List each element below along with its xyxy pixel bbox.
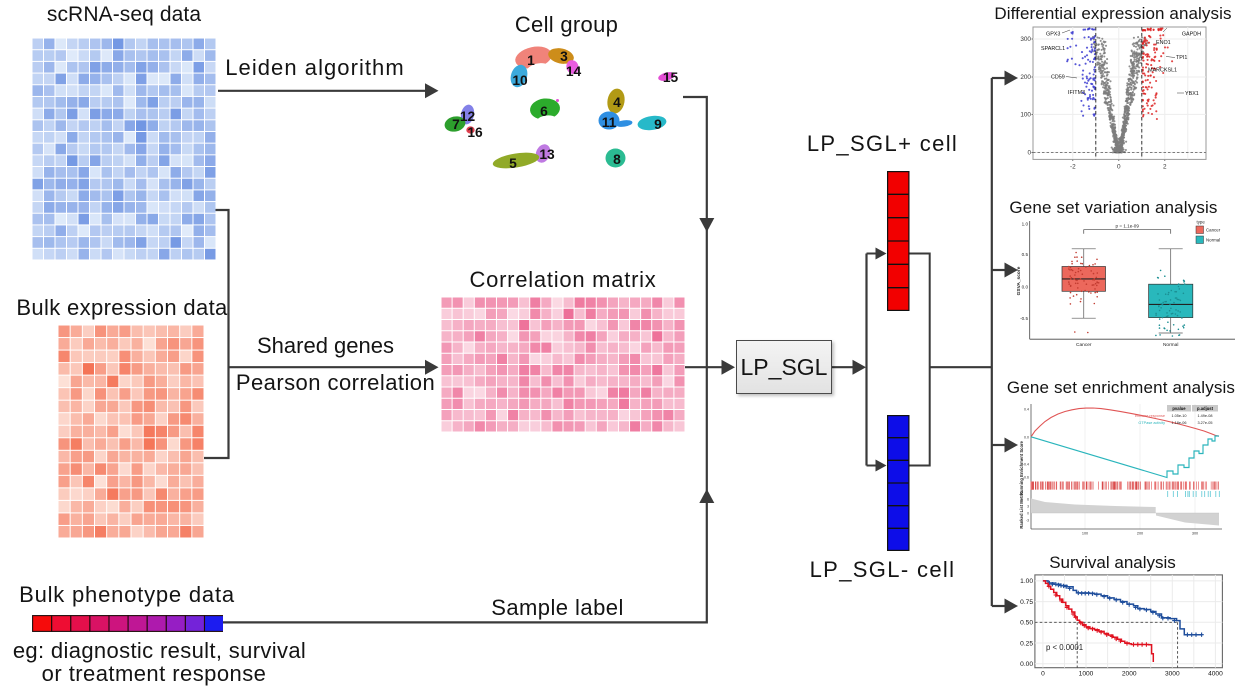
svg-text:0.75: 0.75 — [1020, 599, 1033, 606]
svg-text:0.5: 0.5 — [1022, 252, 1029, 257]
svg-text:1.00: 1.00 — [1020, 578, 1033, 585]
svg-text:YBX1: YBX1 — [1185, 91, 1199, 97]
svg-text:type: type — [1197, 220, 1206, 225]
svg-text:1000: 1000 — [1079, 671, 1094, 678]
svg-text:0.0: 0.0 — [1024, 435, 1029, 439]
svg-text:6: 6 — [540, 104, 548, 119]
svg-text:-3: -3 — [1026, 518, 1029, 522]
svg-text:0.25: 0.25 — [1020, 640, 1033, 647]
svg-text:-0.6: -0.6 — [1023, 476, 1029, 480]
svg-text:3000: 3000 — [1165, 671, 1180, 678]
svg-text:300: 300 — [1020, 36, 1031, 43]
svg-text:5: 5 — [509, 156, 517, 171]
svg-text:CD59: CD59 — [1051, 75, 1065, 81]
svg-text:Ranked List Metric: Ranked List Metric — [1019, 491, 1024, 529]
svg-text:300: 300 — [1192, 532, 1198, 536]
svg-text:p.adjust: p.adjust — [1197, 406, 1214, 411]
svg-text:GAPDH: GAPDH — [1182, 32, 1201, 38]
svg-text:Cancer: Cancer — [1076, 342, 1092, 348]
svg-text:100: 100 — [1082, 532, 1088, 536]
svg-text:-2: -2 — [1070, 164, 1076, 171]
svg-text:MARCKSL1: MARCKSL1 — [1148, 68, 1177, 74]
svg-text:13: 13 — [539, 147, 555, 162]
svg-text:0: 0 — [1117, 164, 1121, 171]
svg-text:0.50: 0.50 — [1020, 620, 1033, 627]
svg-text:15: 15 — [663, 70, 679, 85]
svg-text:p = 1.1e-09: p = 1.1e-09 — [1116, 224, 1140, 229]
svg-text:0: 0 — [1041, 671, 1045, 678]
svg-text:1.0: 1.0 — [1022, 222, 1029, 227]
svg-text:9: 9 — [654, 117, 662, 132]
svg-text:GPX3: GPX3 — [1046, 32, 1060, 38]
svg-text:4000: 4000 — [1208, 671, 1223, 678]
svg-text:7: 7 — [452, 117, 460, 132]
svg-text:0.4: 0.4 — [1024, 408, 1029, 412]
svg-text:ENO1: ENO1 — [1156, 40, 1171, 46]
svg-text:TPI1: TPI1 — [1176, 55, 1187, 61]
svg-text:Cancer: Cancer — [1206, 228, 1221, 233]
svg-text:0.0: 0.0 — [1022, 284, 1029, 289]
svg-text:0: 0 — [1027, 511, 1029, 515]
svg-text:1: 1 — [527, 53, 535, 68]
svg-text:pvalue: pvalue — [1172, 406, 1186, 411]
svg-text:IFITM3: IFITM3 — [1068, 90, 1085, 96]
svg-text:1.18e-06: 1.18e-06 — [1172, 421, 1187, 425]
svg-text:GSVA_score: GSVA_score — [1016, 266, 1022, 295]
svg-text:Normal: Normal — [1163, 342, 1178, 348]
svg-text:2: 2 — [1163, 164, 1167, 171]
svg-text:SPARCL1: SPARCL1 — [1041, 46, 1065, 52]
svg-text:10: 10 — [512, 73, 528, 88]
svg-text:1.49e-08: 1.49e-08 — [1198, 414, 1213, 418]
svg-text:4: 4 — [613, 95, 621, 110]
svg-text:2000: 2000 — [1122, 671, 1137, 678]
svg-text:-0.5: -0.5 — [1020, 316, 1028, 321]
svg-text:p < 0.0001: p < 0.0001 — [1046, 643, 1083, 652]
svg-text:0: 0 — [1027, 150, 1031, 157]
svg-text:200: 200 — [1020, 74, 1031, 81]
svg-text:3.27e-05: 3.27e-05 — [1198, 421, 1213, 425]
svg-text:0.00: 0.00 — [1020, 661, 1033, 668]
svg-text:GTPase activity: GTPase activity — [1138, 421, 1165, 425]
svg-text:Running Enrichment Score: Running Enrichment Score — [1019, 440, 1024, 495]
svg-text:200: 200 — [1137, 532, 1143, 536]
svg-text:12: 12 — [460, 109, 476, 124]
svg-text:6: 6 — [1027, 497, 1029, 501]
svg-text:3: 3 — [560, 49, 568, 64]
svg-text:16: 16 — [467, 125, 483, 140]
svg-text:11: 11 — [602, 115, 617, 130]
svg-text:3: 3 — [1027, 504, 1029, 508]
svg-text:immune response: immune response — [1135, 414, 1165, 418]
svg-text:100: 100 — [1020, 112, 1031, 119]
svg-text:14: 14 — [566, 64, 582, 79]
svg-text:8: 8 — [613, 152, 621, 167]
svg-text:1.05e-10: 1.05e-10 — [1172, 414, 1187, 418]
svg-text:Normal: Normal — [1206, 238, 1220, 243]
svg-text:-0.4: -0.4 — [1023, 463, 1029, 467]
